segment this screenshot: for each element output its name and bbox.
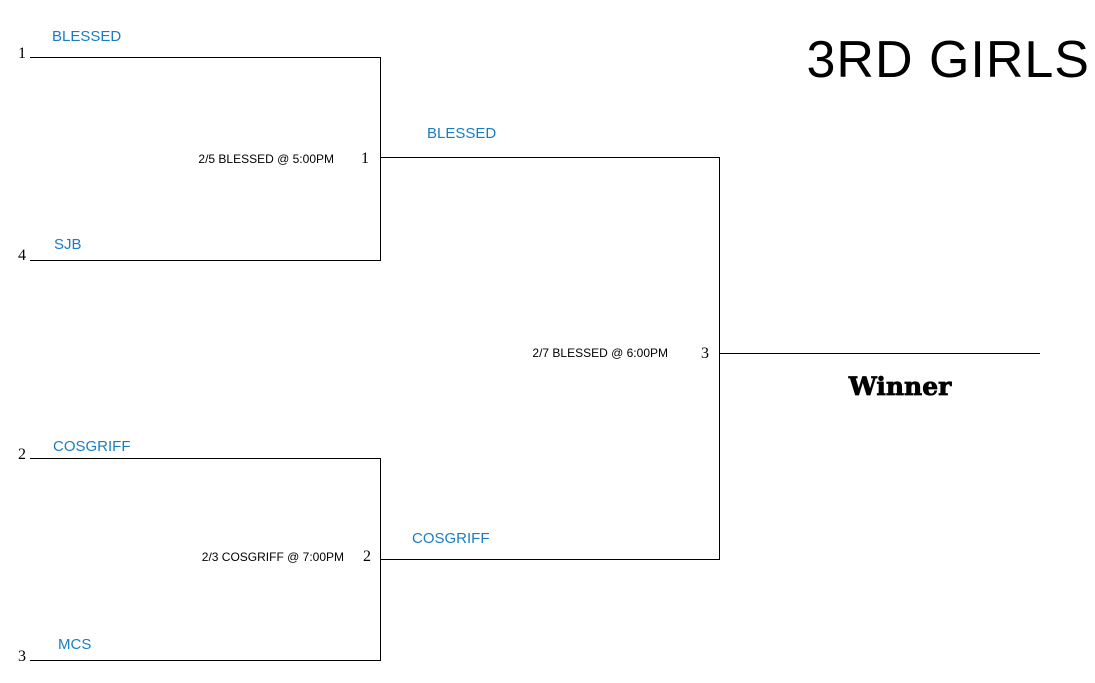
bracket-title: 3RD GIRLS bbox=[806, 31, 1090, 89]
bracket-connector-game-2 bbox=[380, 458, 381, 661]
game-2-info: 2/3 COSGRIFF @ 7:00PM bbox=[201, 550, 344, 564]
team-slot-2: COSGRIFF bbox=[53, 438, 131, 455]
seed-4: 4 bbox=[18, 247, 26, 264]
winner-line bbox=[720, 353, 1040, 354]
team-slot-4: SJB bbox=[54, 236, 82, 253]
round2-team-bottom: COSGRIFF bbox=[412, 530, 490, 547]
winner-label: Winner bbox=[848, 372, 952, 402]
slot-line-4 bbox=[30, 260, 381, 261]
team-slot-3: MCS bbox=[58, 636, 92, 653]
round2-team-top: BLESSED bbox=[427, 125, 497, 142]
team-slot-1: BLESSED bbox=[52, 28, 122, 45]
slot-line-3 bbox=[30, 660, 381, 661]
seed-3: 3 bbox=[18, 648, 26, 665]
round2-line-bottom bbox=[381, 559, 720, 560]
seed-1: 1 bbox=[18, 45, 26, 62]
bracket-connector-game-1 bbox=[380, 57, 381, 261]
game-1-info: 2/5 BLESSED @ 5:00PM bbox=[198, 152, 334, 166]
game-2-number: 2 bbox=[363, 548, 371, 565]
slot-line-1 bbox=[30, 57, 381, 58]
bracket-connector-game-3 bbox=[719, 157, 720, 560]
slot-line-2 bbox=[30, 458, 381, 459]
game-3-info: 2/7 BLESSED @ 6:00PM bbox=[532, 346, 668, 360]
game-3-number: 3 bbox=[701, 345, 709, 362]
seed-2: 2 bbox=[18, 446, 26, 463]
round2-line-top bbox=[381, 157, 720, 158]
game-1-number: 1 bbox=[361, 150, 369, 167]
